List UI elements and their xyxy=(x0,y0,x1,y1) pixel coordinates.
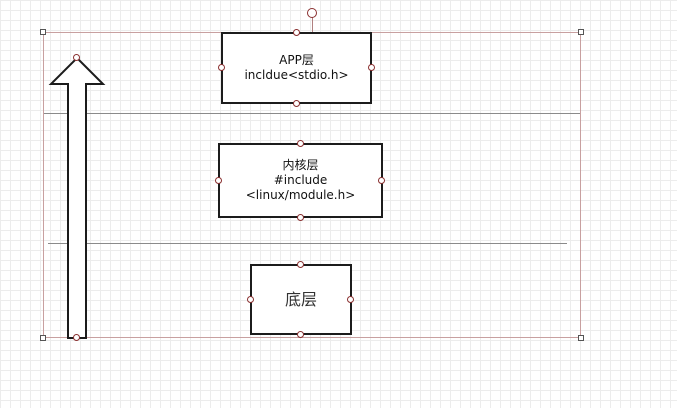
rotate-connector xyxy=(312,17,313,32)
arrow-connector-bottom[interactable] xyxy=(73,334,80,341)
rotate-handle[interactable] xyxy=(307,8,317,18)
kernel-layer-include: #include xyxy=(273,173,328,187)
app-layer-include: incldue<stdio.h> xyxy=(244,68,349,82)
app-layer-box[interactable]: APP层 incldue<stdio.h> xyxy=(221,32,372,104)
app-box-connector-left[interactable] xyxy=(218,64,225,71)
bottom-box-connector-top[interactable] xyxy=(297,261,304,268)
app-box-connector-bottom[interactable] xyxy=(293,100,300,107)
bottom-box-connector-right[interactable] xyxy=(347,296,354,303)
bottom-box-connector-bottom[interactable] xyxy=(297,331,304,338)
kernel-box-connector-right[interactable] xyxy=(378,177,385,184)
kernel-layer-box[interactable]: 内核层 #include <linux/module.h> xyxy=(218,143,383,218)
bottom-layer-box[interactable]: 底层 xyxy=(250,264,352,335)
app-layer-title: APP层 xyxy=(279,53,314,67)
resize-handle-bottom-right[interactable] xyxy=(578,335,584,341)
arrow-connector-top[interactable] xyxy=(73,54,80,61)
kernel-box-connector-left[interactable] xyxy=(215,177,222,184)
layer-divider-bottom[interactable] xyxy=(48,243,567,244)
kernel-box-connector-top[interactable] xyxy=(297,140,304,147)
kernel-layer-title: 内核层 xyxy=(282,158,319,172)
layer-divider-top[interactable] xyxy=(44,113,581,114)
app-box-connector-top[interactable] xyxy=(293,29,300,36)
kernel-box-connector-bottom[interactable] xyxy=(297,214,304,221)
resize-handle-top-left[interactable] xyxy=(40,29,46,35)
kernel-layer-header: <linux/module.h> xyxy=(245,188,356,202)
bottom-layer-title: 底层 xyxy=(284,289,317,309)
resize-handle-bottom-left[interactable] xyxy=(40,335,46,341)
app-box-connector-right[interactable] xyxy=(368,64,375,71)
resize-handle-top-right[interactable] xyxy=(578,29,584,35)
bottom-box-connector-left[interactable] xyxy=(247,296,254,303)
